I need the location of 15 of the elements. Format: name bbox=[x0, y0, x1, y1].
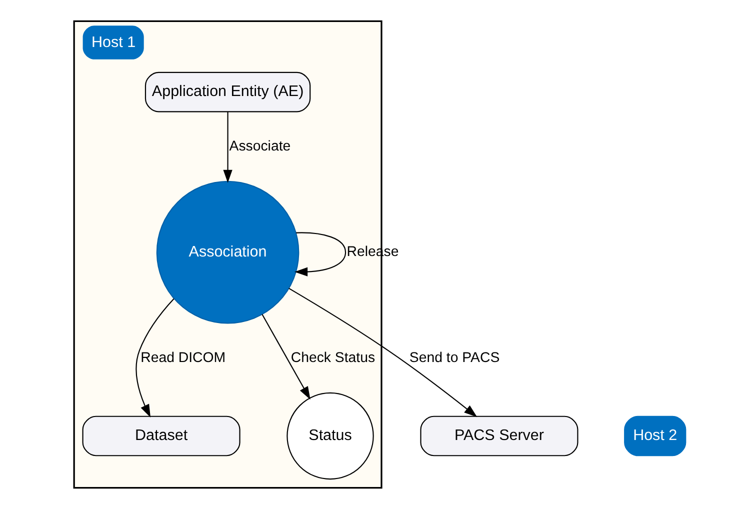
node-box: Application Entity (AE) bbox=[144, 72, 310, 112]
node-box: Host 2 bbox=[624, 416, 686, 456]
edge-label: Associate bbox=[228, 138, 290, 154]
edge-label: Read DICOM bbox=[140, 350, 226, 366]
node-box: Dataset bbox=[82, 416, 240, 456]
edge-label: Send to PACS bbox=[408, 350, 500, 366]
arrow bbox=[222, 112, 232, 183]
node-circle: Association bbox=[156, 180, 299, 324]
arrow bbox=[135, 298, 174, 418]
arrow bbox=[261, 314, 310, 400]
node-circle: Status bbox=[286, 392, 374, 480]
arrow bbox=[294, 232, 346, 276]
node-box: PACS Server bbox=[420, 416, 578, 456]
edge-label: Check Status bbox=[290, 350, 375, 366]
arrow bbox=[288, 288, 477, 418]
